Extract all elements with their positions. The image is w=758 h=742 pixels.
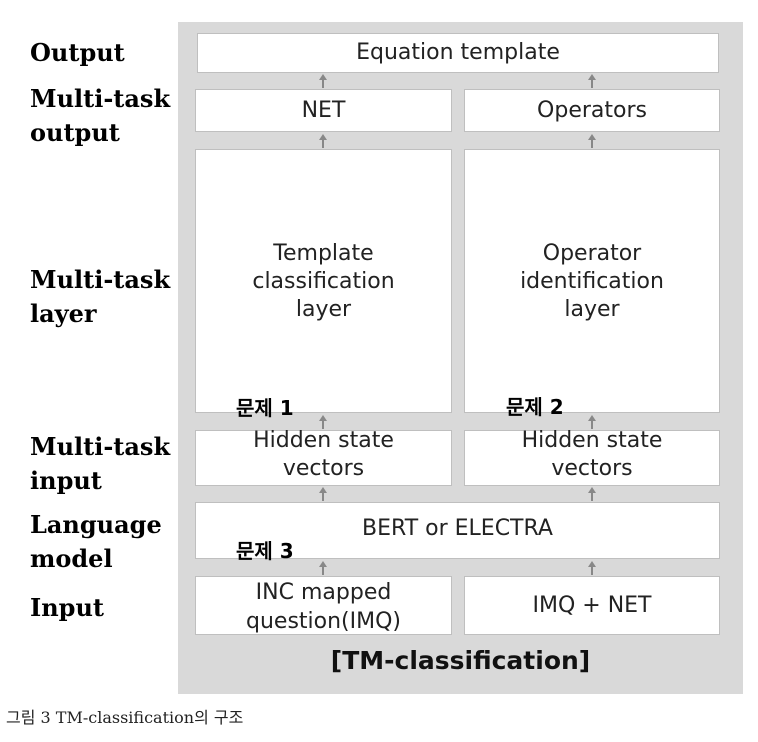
problem-2-label: 문제 2 — [506, 395, 564, 419]
hidden-state-left-text: Hidden state vectors — [253, 428, 394, 481]
operators-box: Operators — [464, 89, 720, 132]
hidden-state-left-box: Hidden state vectors — [195, 428, 452, 486]
input-left-box: INC mapped question(IMQ) — [195, 576, 452, 635]
figure-caption: 그림 3 TM-classification의 구조 — [6, 708, 244, 727]
label-input: Input — [30, 593, 104, 622]
label-multi-task-output: Multi-task output — [30, 84, 171, 147]
language-model-box: BERT or ELECTRA — [195, 502, 720, 559]
net-text: NET — [301, 97, 346, 123]
equation-template-text: Equation template — [356, 40, 560, 65]
hidden-state-right-box: Hidden state vectors — [464, 428, 720, 486]
net-box: NET — [195, 89, 452, 132]
label-language-model: Language model — [30, 510, 162, 573]
label-output: Output — [30, 38, 125, 67]
equation-template-box: Equation template — [197, 33, 719, 73]
language-model-text: BERT or ELECTRA — [362, 515, 553, 541]
panel-title: [TM-classification] — [330, 646, 591, 675]
operators-text: Operators — [537, 97, 647, 123]
template-classification-layer-box: Template classification layer — [195, 149, 452, 413]
label-multi-task-layer: Multi-task layer — [30, 265, 171, 328]
template-classification-layer-text: Template classification layer — [252, 241, 395, 322]
label-multi-task-input: Multi-task input — [30, 432, 171, 495]
input-left-text: INC mapped question(IMQ) — [246, 579, 401, 634]
input-right-box: IMQ + NET — [464, 576, 720, 635]
operator-identification-layer-text: Operator identification layer — [520, 241, 664, 322]
input-right-text: IMQ + NET — [532, 592, 652, 618]
problem-3-label: 문제 3 — [236, 539, 294, 563]
problem-1-label: 문제 1 — [236, 396, 294, 420]
operator-identification-layer-box: Operator identification layer — [464, 149, 720, 413]
hidden-state-right-text: Hidden state vectors — [521, 428, 663, 481]
